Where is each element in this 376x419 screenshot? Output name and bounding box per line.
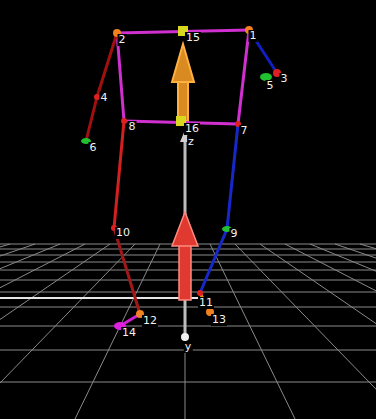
grid-line bbox=[335, 244, 376, 419]
callout-number: 14 bbox=[121, 327, 137, 339]
bone bbox=[227, 124, 238, 229]
bone bbox=[200, 229, 227, 293]
callout-number: 11 bbox=[198, 297, 214, 309]
grid-line bbox=[210, 244, 295, 419]
bone bbox=[114, 228, 140, 314]
grid-line bbox=[360, 244, 376, 419]
bone bbox=[114, 121, 124, 228]
callout-number: 9 bbox=[230, 228, 239, 240]
root-arrow bbox=[172, 212, 198, 300]
spine-arrow bbox=[172, 44, 194, 121]
bone bbox=[97, 33, 117, 97]
arrow-shaft bbox=[178, 80, 188, 121]
grid-line bbox=[0, 326, 376, 327]
grid-line bbox=[0, 244, 135, 419]
arrow-shaft bbox=[179, 244, 191, 300]
grid-line bbox=[285, 244, 376, 419]
bone bbox=[238, 30, 249, 124]
grid-line bbox=[260, 244, 376, 419]
joint bbox=[121, 118, 127, 124]
callout-number: 1 bbox=[249, 30, 258, 42]
grid-line bbox=[0, 244, 110, 419]
grid-line bbox=[0, 244, 10, 419]
callout-number: 10 bbox=[115, 227, 131, 239]
joint bbox=[197, 290, 203, 296]
bone bbox=[117, 33, 124, 121]
callout-number: 13 bbox=[211, 314, 227, 326]
callout-number: y bbox=[184, 341, 193, 353]
grid-line bbox=[75, 244, 160, 419]
joints bbox=[81, 26, 281, 330]
callout-number: 7 bbox=[240, 125, 249, 137]
callout-number: 15 bbox=[185, 32, 201, 44]
grid-line bbox=[310, 244, 376, 419]
origin-sphere bbox=[181, 333, 189, 341]
callout-number: 6 bbox=[89, 142, 98, 154]
arrow-head bbox=[172, 44, 194, 82]
grid-line bbox=[235, 244, 376, 419]
floor-grid bbox=[0, 244, 376, 419]
grid-line bbox=[0, 244, 60, 419]
bones bbox=[86, 30, 277, 326]
bone bbox=[86, 97, 97, 141]
callout-number: z bbox=[187, 136, 195, 148]
x-axis bbox=[0, 297, 200, 299]
grid-line bbox=[0, 307, 376, 308]
bone bbox=[249, 30, 277, 73]
callout-number: 4 bbox=[100, 92, 109, 104]
arrow-head bbox=[172, 212, 198, 246]
callout-number: 5 bbox=[266, 80, 275, 92]
callout-number: 8 bbox=[128, 121, 137, 133]
grid-line bbox=[0, 382, 376, 383]
grid-line bbox=[0, 244, 35, 419]
callout-number: 3 bbox=[280, 73, 289, 85]
callout-number: 2 bbox=[118, 34, 127, 46]
callout-number: 12 bbox=[142, 315, 158, 327]
callout-number: 16 bbox=[184, 123, 200, 135]
